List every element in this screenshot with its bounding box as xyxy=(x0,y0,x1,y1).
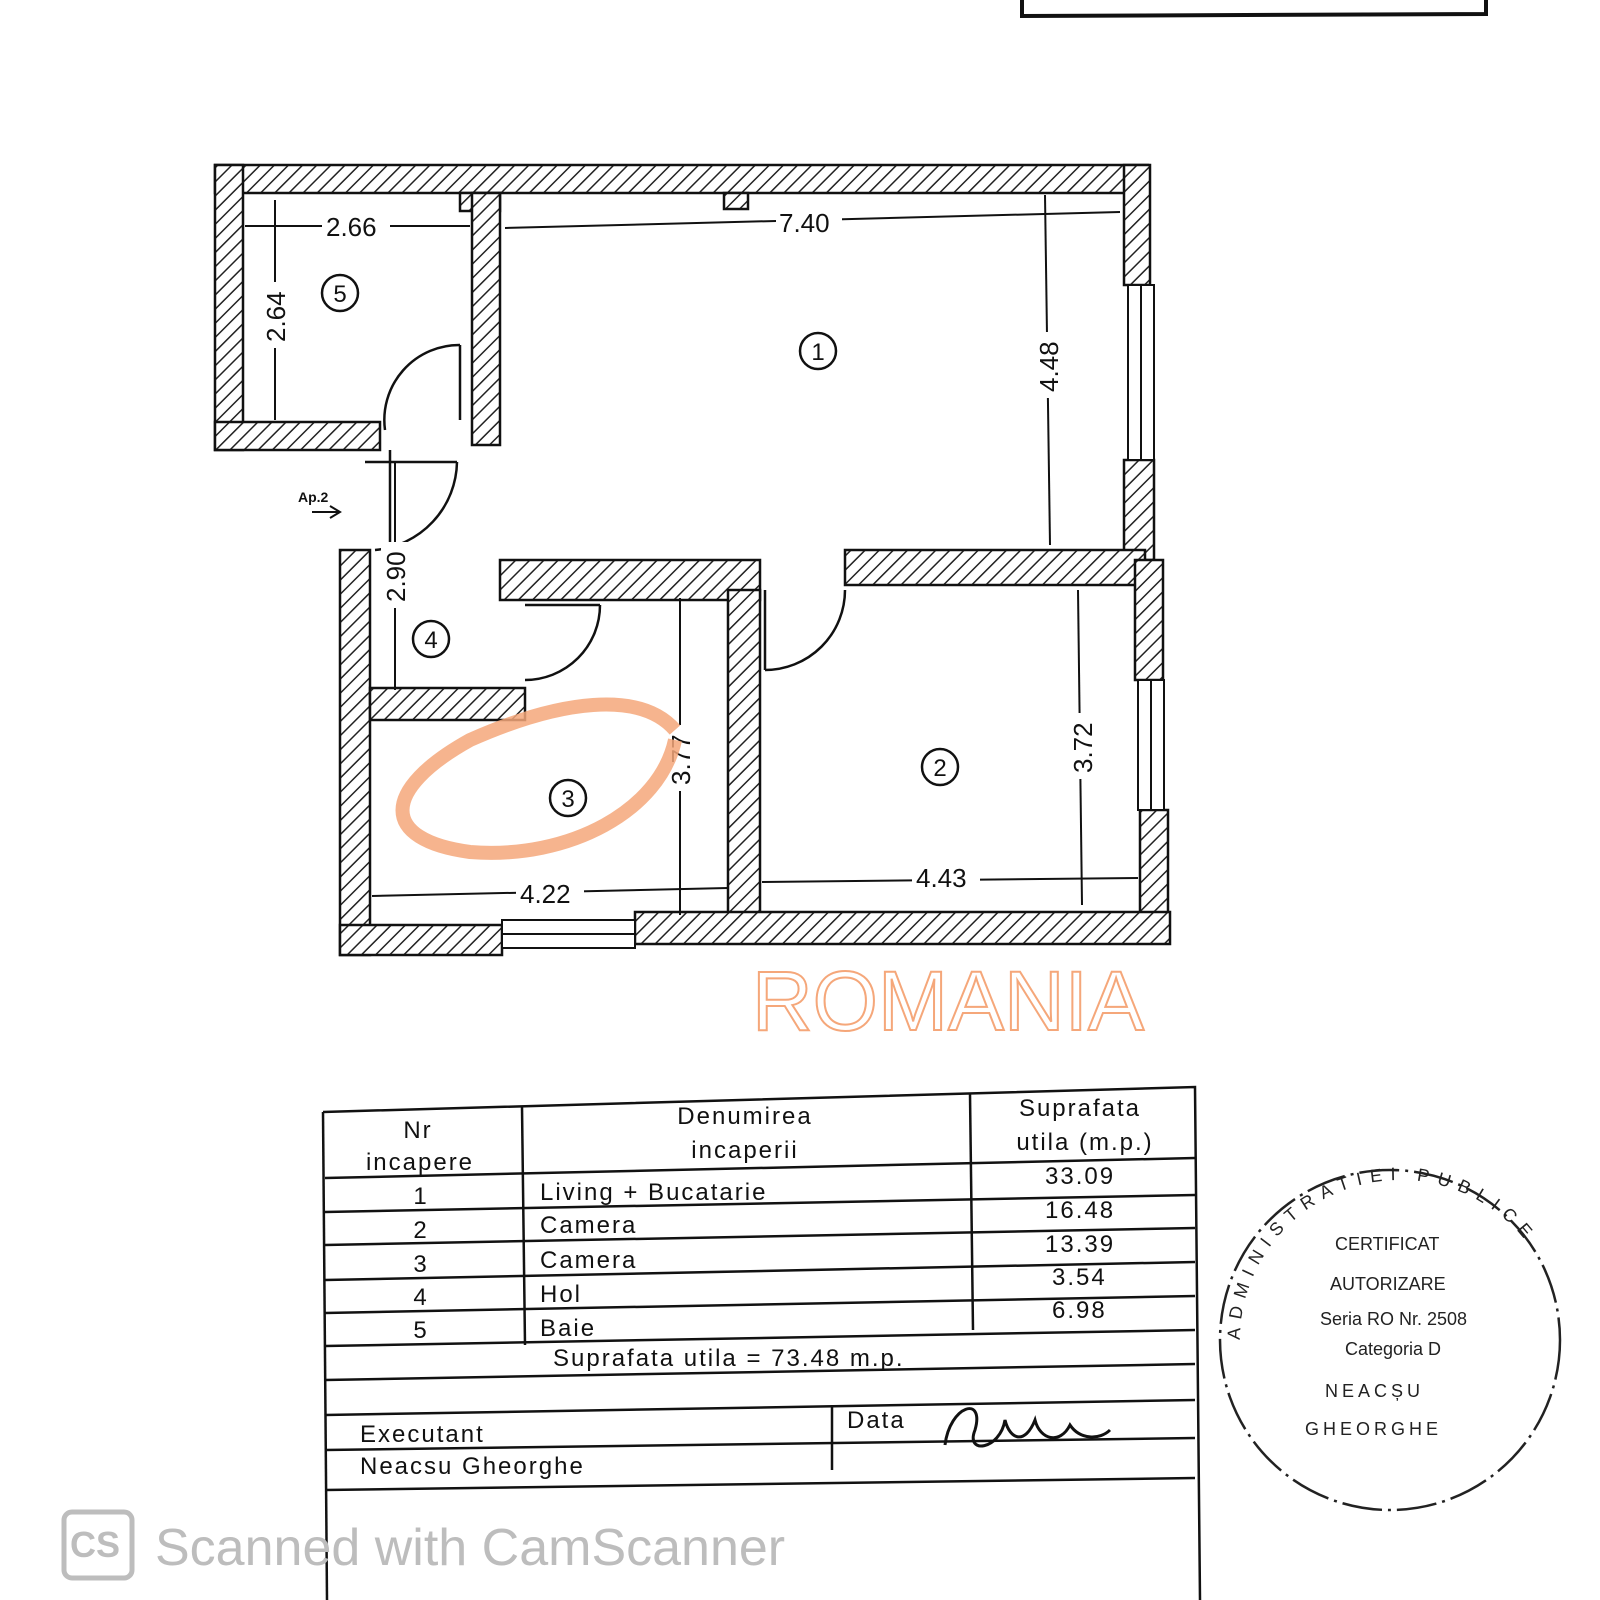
wall-room5-right xyxy=(470,191,502,447)
stamp-surname: GHEORGHE xyxy=(1305,1419,1442,1439)
wall-room2-right-upper xyxy=(1133,558,1165,682)
stamp-autorizare: AUTORIZARE xyxy=(1330,1274,1446,1294)
dim-room5-height: 2.64 xyxy=(261,291,291,342)
header-name: Denumirea xyxy=(677,1103,812,1130)
row-3-nr: 3 xyxy=(413,1251,428,1278)
stamp-category: Categoria D xyxy=(1345,1339,1441,1359)
windows xyxy=(501,284,1165,949)
entrance-label: Ap.2 xyxy=(298,489,329,505)
wall-room3-room2 xyxy=(726,588,762,937)
camscanner-logo-icon xyxy=(61,1509,135,1581)
header-nr: Nr xyxy=(403,1117,432,1144)
room-number-5: 5 xyxy=(333,281,346,308)
wall-room1-room2 xyxy=(843,548,1147,587)
row-2-area: 16.48 xyxy=(1045,1197,1115,1224)
camscanner-text: Scanned with CamScanner xyxy=(155,1519,785,1577)
dim-room5-width: 2.66 xyxy=(326,212,377,242)
header-area: Suprafata xyxy=(1019,1095,1141,1122)
executant-name: Neacsu Gheorghe xyxy=(360,1453,585,1480)
row-5-area: 6.98 xyxy=(1052,1297,1107,1324)
stamp-name: NEACȘU xyxy=(1325,1381,1424,1401)
dim-room2-height: 3.72 xyxy=(1068,722,1098,773)
wall-left-lower xyxy=(338,548,372,957)
watermark-text: ROMANIA xyxy=(752,954,1144,1048)
wall-right-mid xyxy=(1122,458,1156,562)
date-label: Data xyxy=(847,1407,906,1434)
entrance-arrow-icon xyxy=(312,505,342,519)
header-area-2: utila (m.p.) xyxy=(1016,1129,1153,1156)
row-3-name: Camera xyxy=(540,1247,637,1274)
wall-room4-room3 xyxy=(368,686,527,722)
dim-room4-height: 2.90 xyxy=(381,551,411,602)
stamp-serial: Seria RO Nr. 2508 xyxy=(1320,1309,1467,1329)
dim-room1-height: 4.48 xyxy=(1034,341,1064,392)
row-3-area: 13.39 xyxy=(1045,1231,1115,1258)
rooms-table xyxy=(321,1085,1202,1600)
table-text: Nr incapere Denumirea incaperii Suprafat… xyxy=(360,1095,1153,1480)
dim-room2-width: 4.43 xyxy=(916,863,967,893)
wall-hall-top xyxy=(498,558,762,602)
wall-right-upper xyxy=(1122,163,1152,287)
room-number-4: 4 xyxy=(424,627,437,654)
dim-room3-width: 4.22 xyxy=(520,879,571,909)
row-1-area: 33.09 xyxy=(1045,1163,1115,1190)
wall-bottom-left xyxy=(338,923,504,957)
room-markers xyxy=(320,273,960,818)
wall-top xyxy=(213,163,1150,195)
total-area: Suprafata utila = 73.48 m.p. xyxy=(553,1345,905,1372)
header-name-2: incaperii xyxy=(691,1137,798,1164)
dim-room1-width: 7.40 xyxy=(779,208,830,238)
row-5-name: Baie xyxy=(540,1315,596,1342)
room-number-3: 3 xyxy=(561,786,574,813)
row-2-nr: 2 xyxy=(413,1217,428,1244)
executant-label: Executant xyxy=(360,1421,485,1448)
official-stamp: ADMINISTRATIEI PUBLICE CERTIFICAT AUTORI… xyxy=(1218,1164,1562,1512)
row-4-name: Hol xyxy=(540,1281,582,1308)
doors xyxy=(365,343,847,682)
row-1-name: Living + Bucatarie xyxy=(540,1179,767,1206)
watermark-logo-swoosh xyxy=(395,697,682,860)
wall-bottom-right xyxy=(633,910,1172,946)
stamp-certificat: CERTIFICAT xyxy=(1335,1234,1439,1254)
camscanner-logo-text: CS xyxy=(70,1524,120,1565)
row-2-name: Camera xyxy=(540,1212,637,1239)
row-5-nr: 5 xyxy=(413,1317,428,1344)
wall-room5-bottom xyxy=(213,420,382,452)
signature xyxy=(943,1407,1112,1448)
header-nr-2: incapere xyxy=(366,1149,474,1176)
wall-room5-left xyxy=(213,163,245,452)
room-number-1: 1 xyxy=(811,339,824,366)
walls xyxy=(213,163,1172,957)
row-1-nr: 1 xyxy=(413,1183,428,1210)
row-4-area: 3.54 xyxy=(1052,1264,1107,1291)
wall-pillar xyxy=(722,191,750,211)
camscanner-watermark: CS Scanned with CamScanner xyxy=(61,1509,785,1581)
room-number-2: 2 xyxy=(933,755,946,782)
row-4-nr: 4 xyxy=(413,1284,428,1311)
header-box-fragment xyxy=(1020,0,1488,19)
